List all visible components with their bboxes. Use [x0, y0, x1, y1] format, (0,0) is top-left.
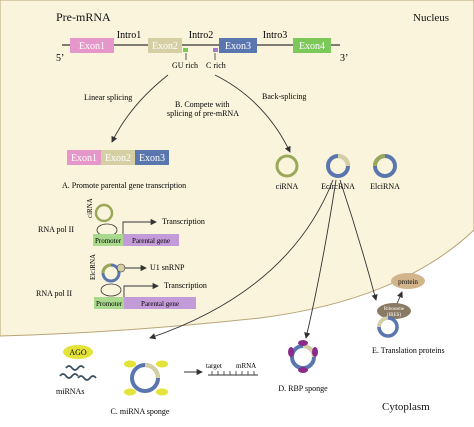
elcirna-mechanism-arc: [101, 263, 112, 274]
mrna-label: mRNA: [236, 362, 256, 370]
parental-gene-label-2: Parental gene: [141, 300, 179, 308]
back-splicing-arrow: [214, 74, 291, 153]
cirna-label: ciRNA: [276, 182, 299, 191]
transcription-arrow-1: [122, 218, 157, 234]
exon2-box: [148, 38, 182, 53]
cirna-circle: [275, 154, 299, 178]
linear-splicing-label: Linear splicing: [84, 93, 132, 102]
c-rich-marker: [213, 48, 218, 52]
exon2-label: Exon2: [152, 41, 178, 52]
elcirna-intron-arc: [373, 154, 386, 167]
gu-rich-label: GU rich: [172, 61, 198, 70]
eicirna-label: EcircRNA: [321, 182, 355, 191]
u1-snrnp-shape: [116, 263, 126, 273]
promoter-box-1: [93, 234, 123, 246]
ago-bound-4: [156, 388, 168, 396]
intro1-label: Intro1: [117, 30, 141, 41]
ago-shape: [63, 345, 93, 359]
mrna-ticks: [211, 371, 255, 375]
mirna-strand: [59, 373, 79, 379]
mirna-sponge-arc: [144, 363, 160, 379]
pre-mrna-title: Pre-mRNA: [56, 10, 111, 24]
cytoplasm-label: Cytoplasm: [382, 401, 430, 413]
linear-exon2-label: Exon2: [105, 153, 131, 164]
section-a-label: A. Promote parental gene transcription: [62, 181, 186, 190]
linear-exon3-box: [135, 150, 169, 165]
ago-label: AGO: [69, 348, 87, 357]
section-e-label: E. Translation proteins: [372, 346, 445, 355]
five-prime-label: 5’: [56, 53, 64, 64]
nucleus-region: [0, 0, 474, 337]
linear-exon3-label: Exon3: [139, 153, 165, 164]
exon4-label: Exon4: [299, 41, 325, 52]
ago-bound-1: [124, 360, 136, 368]
cirna-small-label: ciRNA: [86, 198, 94, 218]
rna-pol-ii-label-1: RNA pol II: [38, 225, 74, 234]
three-prime-label: 3’: [340, 53, 348, 64]
back-splicing-label: Back-splicing: [262, 92, 306, 101]
mirna-strand: [77, 375, 97, 381]
arrow-to-rbp-sponge: [304, 179, 337, 339]
gu-rich-marker: [183, 48, 188, 52]
linear-exon2-box: [101, 150, 135, 165]
elcirna-small-label: ElciRNA: [89, 254, 97, 280]
exon3-label: Exon3: [225, 41, 251, 52]
ribosome-label: Ribosome: [384, 307, 405, 312]
c-rich-label: C rich: [206, 61, 226, 70]
linear-splicing-arrow: [111, 74, 169, 143]
mirnas-label: miRNAs: [56, 387, 84, 396]
rna-pol-ii-shape-2: [100, 283, 122, 297]
section-c-label: C. miRNA sponge: [111, 407, 170, 416]
parental-gene-label-1: Parental gene: [132, 237, 170, 245]
rbp-protein-3: [312, 347, 318, 357]
exon3-box: [219, 38, 257, 53]
arrow-to-translation: [339, 179, 378, 301]
translation-circle-arc: [377, 316, 389, 328]
section-d-label: D. RBP sponge: [278, 384, 328, 393]
ires-label: (IRES): [387, 313, 402, 318]
rbp-protein-1: [298, 340, 308, 346]
cirna-mechanism-circle: [94, 203, 114, 223]
eicirna-exon-arc: [337, 154, 350, 167]
exon4-box: [293, 38, 331, 53]
mirna-strand: [65, 365, 85, 371]
intro3-label: Intro3: [263, 30, 287, 41]
target-label: target: [206, 362, 222, 370]
protein-shape: [391, 273, 425, 289]
transcription-arrow-2: [123, 282, 159, 297]
mirnas-group: [59, 365, 97, 381]
rbp-protein-4: [298, 367, 308, 373]
ago-bound-3: [124, 388, 136, 396]
compete-label-line2: splicing of pre-mRNA: [167, 109, 239, 118]
promoter-box-2: [94, 297, 124, 309]
promoter-label-1: Promoter: [95, 237, 122, 245]
ribosome-shape: [377, 303, 411, 319]
rna-pol-ii-label-2: RNA pol II: [36, 289, 72, 298]
linear-exon1-label: Exon1: [71, 153, 97, 164]
compete-label-line1: B. Compete with: [175, 100, 229, 109]
nucleus-label: Nucleus: [413, 12, 449, 24]
promoter-label-2: Promoter: [96, 300, 123, 308]
u1-snrnp-label: U1 snRNP: [150, 263, 185, 272]
ago-bound-2: [156, 360, 168, 368]
linear-exon1-box: [67, 150, 101, 165]
elcirna-label: ElciRNA: [370, 182, 400, 191]
parental-gene-box-1: [123, 234, 179, 246]
protein-label: protein: [398, 278, 418, 286]
transcription-label-2: Transcription: [164, 281, 207, 290]
rbp-protein-2: [288, 347, 294, 357]
intro2-label: Intro2: [189, 30, 213, 41]
parental-gene-box-2: [124, 297, 196, 309]
transcription-label-1: Transcription: [162, 217, 205, 226]
exon1-box: [70, 38, 114, 53]
arrow-to-mirna-sponge: [149, 179, 334, 340]
exon1-label: Exon1: [79, 41, 105, 52]
